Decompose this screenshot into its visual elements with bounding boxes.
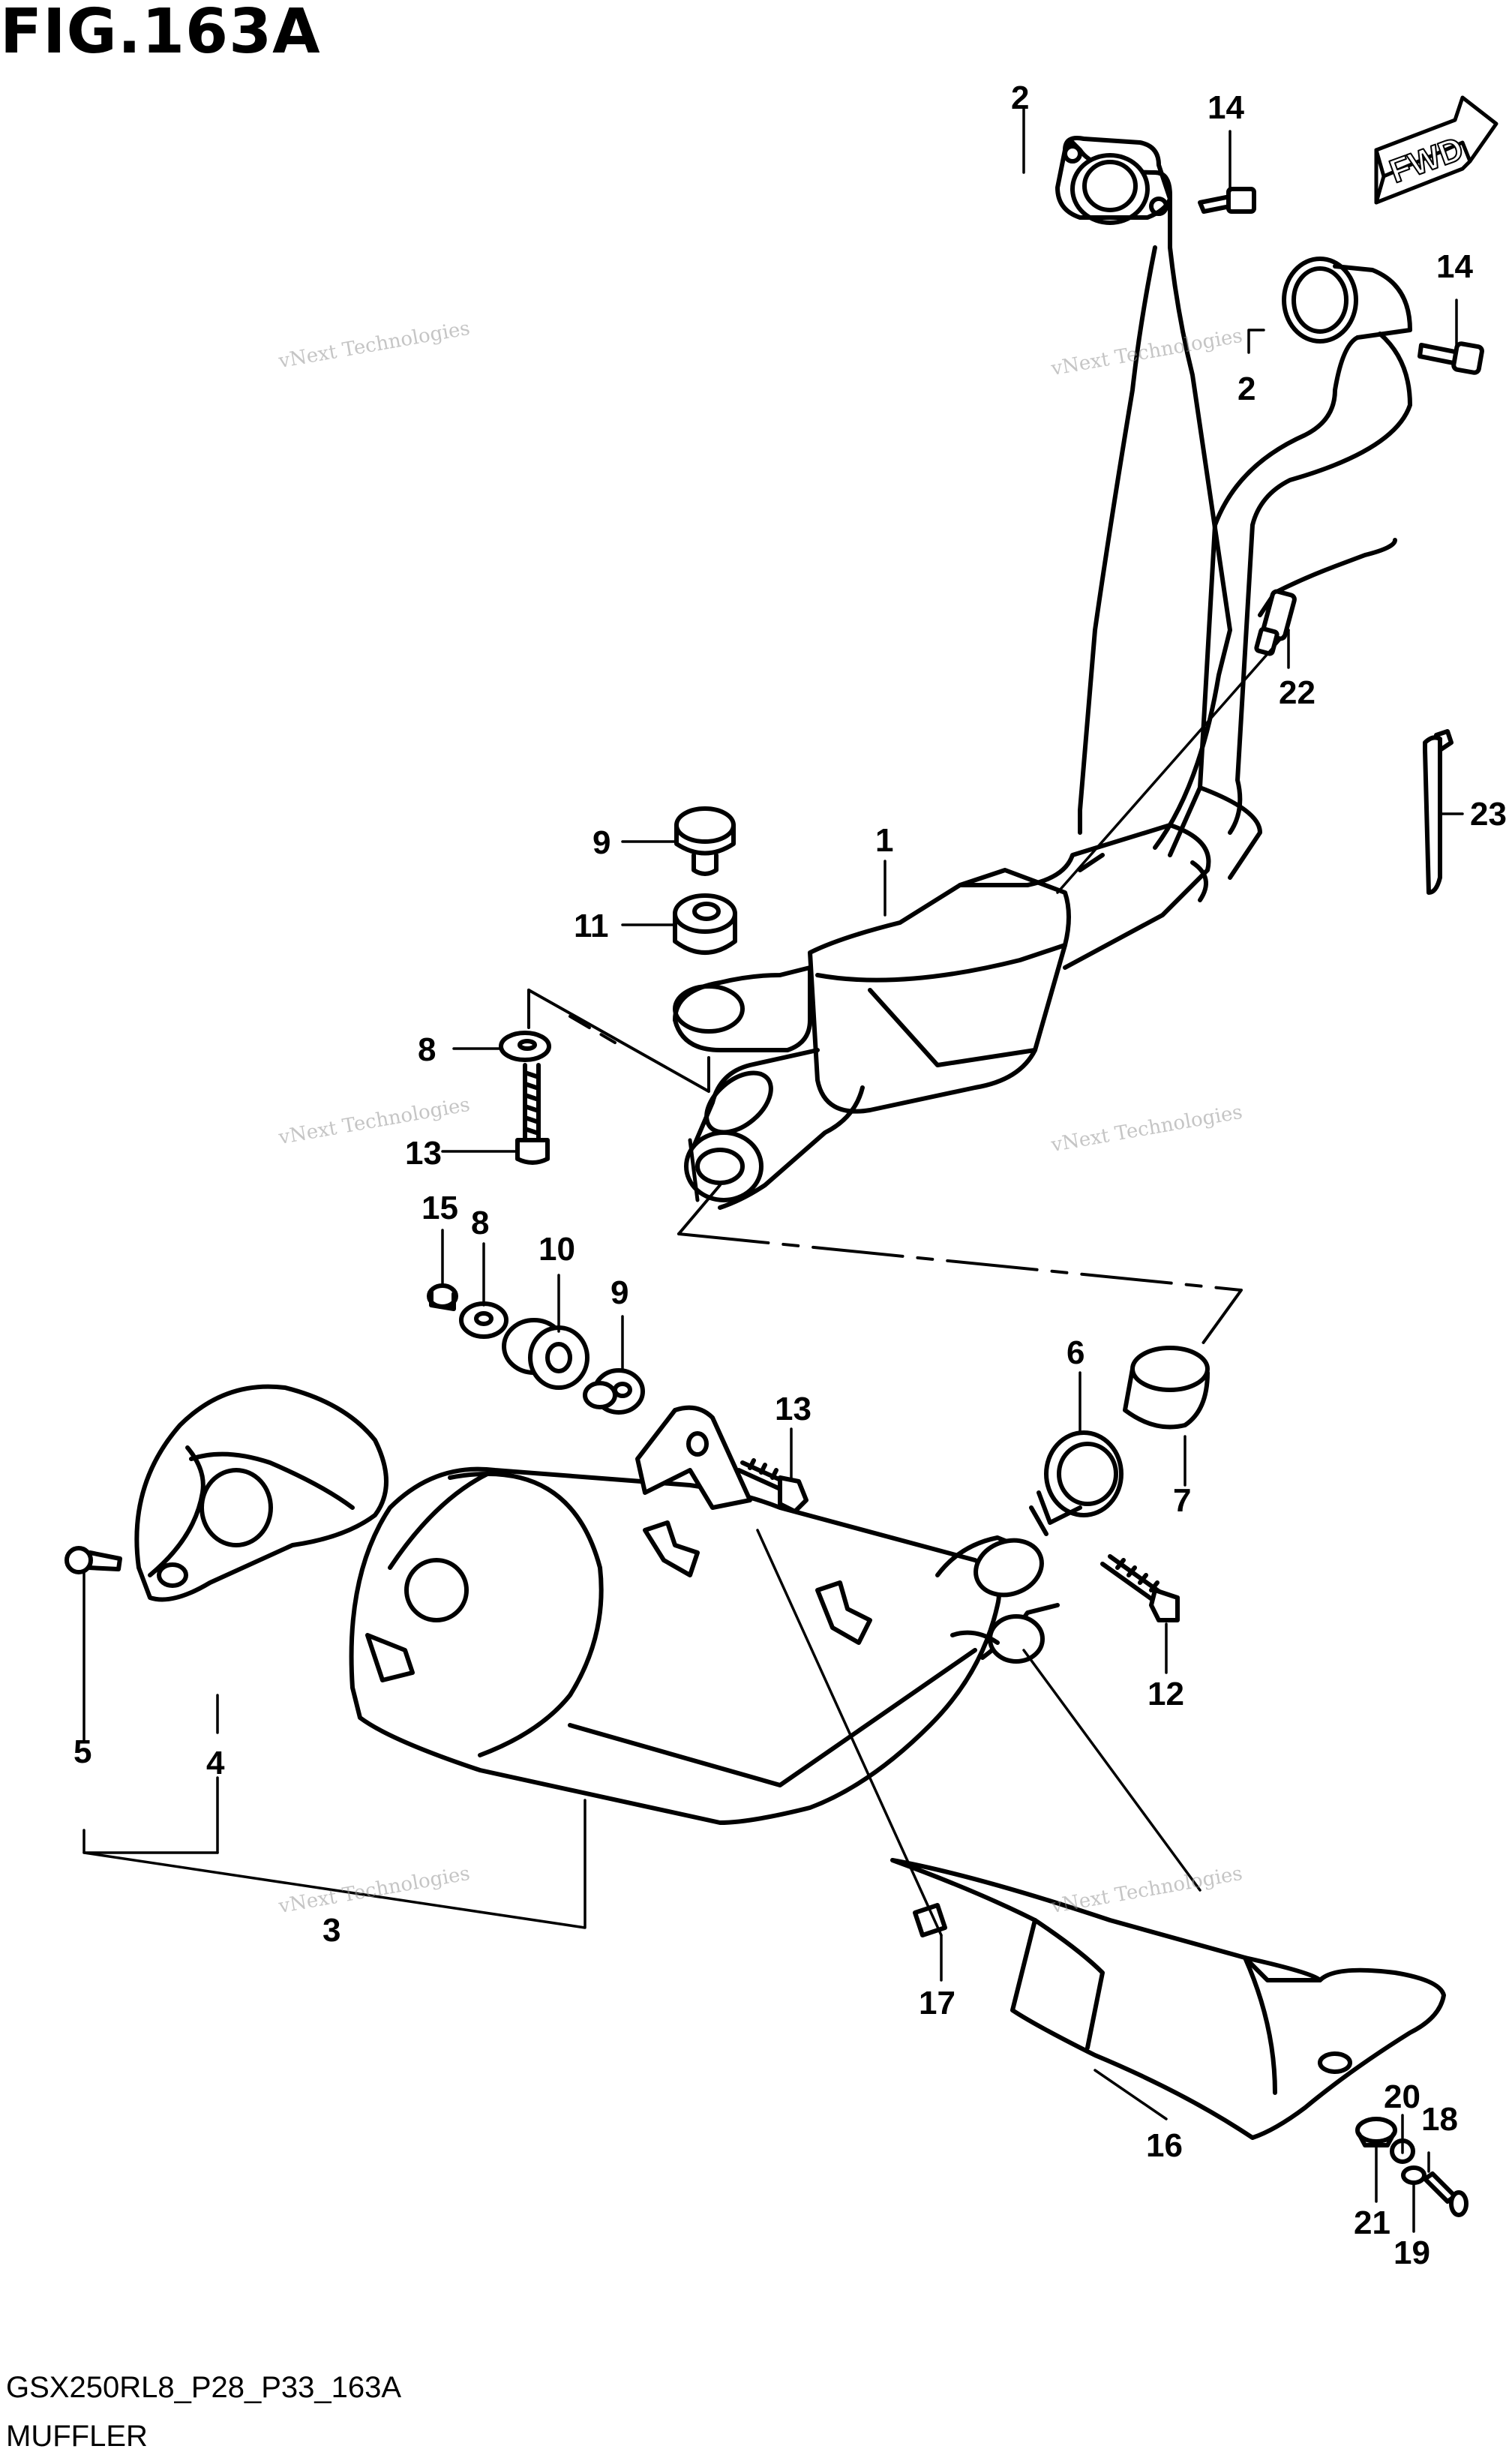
callout-8b: 8: [471, 1205, 489, 1241]
callout-16: 16: [1146, 2127, 1183, 2164]
callout-20: 20: [1384, 2078, 1420, 2115]
callout-5: 5: [74, 1733, 92, 1770]
assembly-lines: [527, 989, 1243, 1359]
callout-15: 15: [422, 1190, 458, 1226]
grommet-lower: [583, 1368, 645, 1415]
callout-7: 7: [1173, 1482, 1191, 1519]
callout-9b: 9: [610, 1274, 628, 1311]
figure-title: FIG.163A: [0, 0, 321, 68]
bolt-13-upper: [515, 1063, 550, 1165]
callout-2b: 2: [1238, 371, 1256, 407]
cable-clamp: [1423, 729, 1454, 895]
washer-lower: [459, 1301, 508, 1339]
callout-2a: 2: [1011, 80, 1029, 116]
callout-19: 19: [1394, 2234, 1430, 2271]
screw-18: [1423, 2171, 1468, 2217]
screw-5: [64, 1546, 122, 1574]
gasket-sleeve: [1123, 1346, 1210, 1430]
callout-22: 22: [1279, 674, 1316, 711]
rubber-mount-lower: [502, 1318, 590, 1390]
callout-14b: 14: [1436, 248, 1473, 285]
washer: [499, 1031, 551, 1062]
rubber-mount: [673, 893, 737, 955]
bolt-14-right: [1418, 341, 1484, 375]
collar-20: [1355, 2117, 1397, 2147]
callout-8a: 8: [418, 1031, 436, 1068]
figure-code: GSX250RL8_P28_P33_163A: [6, 2371, 402, 2404]
callout-10: 10: [538, 1231, 575, 1268]
callout-18: 18: [1421, 2101, 1458, 2138]
pipe-clamp: [1029, 1430, 1124, 1536]
callout-1: 1: [875, 822, 893, 859]
callout-14a: 14: [1208, 89, 1244, 126]
fwd-arrow-icon: FWD: [1374, 95, 1498, 205]
callout-23: 23: [1470, 796, 1507, 833]
o2-sensor: [1254, 538, 1397, 656]
exhaust-pipe-rear: [1168, 257, 1412, 880]
catalyst-body: [673, 823, 1211, 1210]
heat-shield: [890, 1858, 1446, 2140]
grommet-upper: [674, 806, 736, 876]
callout-21: 21: [1354, 2204, 1390, 2241]
callout-labels: 2 14 2 14 22 23 1 9 11 8 13 15 8 10 9 6 …: [74, 80, 1507, 2271]
callout-17: 17: [919, 1985, 956, 2021]
bolt-13-lower: [736, 1458, 808, 1514]
bolt-14-upper: [1198, 187, 1256, 214]
muffler-end-cover: [134, 1384, 388, 1602]
leader-lines: [82, 107, 1464, 2233]
callout-13b: 13: [775, 1391, 812, 1427]
callout-11: 11: [574, 908, 609, 944]
nut-15: [427, 1283, 458, 1311]
callout-9a: 9: [592, 824, 610, 861]
callout-13a: 13: [405, 1135, 442, 1172]
bolt-12: [1100, 1554, 1180, 1622]
callout-4: 4: [206, 1745, 225, 1781]
callout-6: 6: [1066, 1334, 1084, 1371]
callout-3: 3: [322, 1912, 340, 1949]
washer-19: [1401, 2165, 1426, 2185]
figure-name: MUFFLER: [6, 2420, 148, 2453]
callout-12: 12: [1148, 1676, 1184, 1712]
muffler-body: [349, 1405, 1060, 1825]
